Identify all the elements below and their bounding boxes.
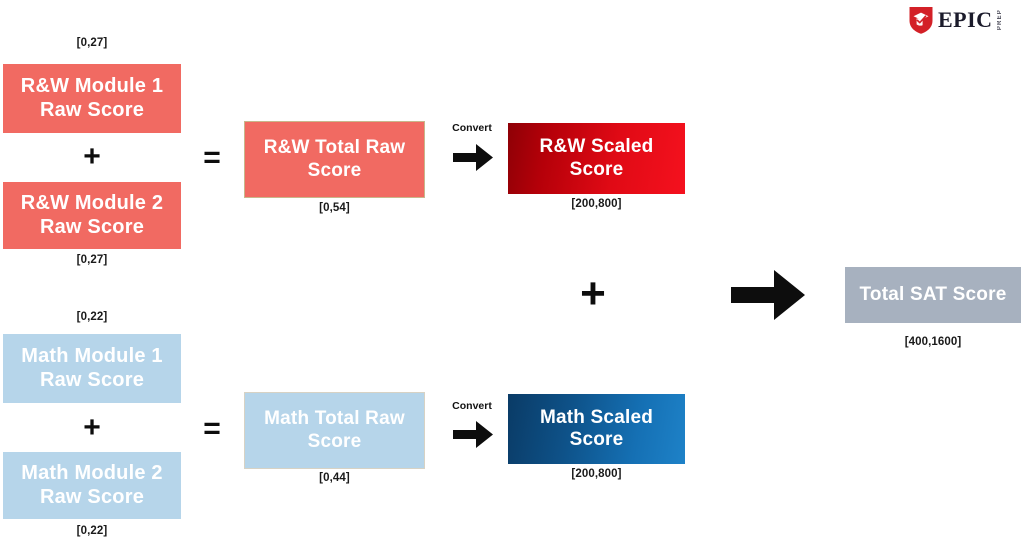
rw-scaled-range: [200,800] [571,198,622,210]
logo-wordmark: EPIC [938,7,993,32]
math-convert-arrow-icon [453,421,493,448]
math-plus-operator: + [83,411,101,444]
rw-plus-operator: + [83,140,101,173]
shield-icon [909,7,933,34]
combine-right-arrow-icon [731,270,805,320]
rw-equals-operator: = [203,141,221,174]
combine-plus-operator: + [580,269,606,318]
math-convert-label: Convert [452,400,492,412]
total-sat-label: Total SAT Score [859,283,1007,305]
math-total-raw-range: [0,44] [319,472,350,484]
rw-total-raw-range: [0,54] [319,202,350,214]
math-scaled-range: [200,800] [571,468,622,480]
math-module2-range: [0,22] [76,525,108,537]
math-module1-range: [0,22] [76,311,108,323]
total-sat-range: [400,1600] [904,336,962,348]
math-equals-operator: = [203,412,221,445]
rw-module1-range: [0,27] [76,37,108,49]
rw-convert-label: Convert [452,122,492,134]
epic-prep-logo: EPIC PREP [908,5,1003,35]
rw-convert-arrow-icon [453,144,493,171]
total-sat-box: Total SAT Score [845,267,1021,323]
rw-module2-range: [0,27] [76,254,108,266]
logo-subtext: PREP [996,9,1003,31]
